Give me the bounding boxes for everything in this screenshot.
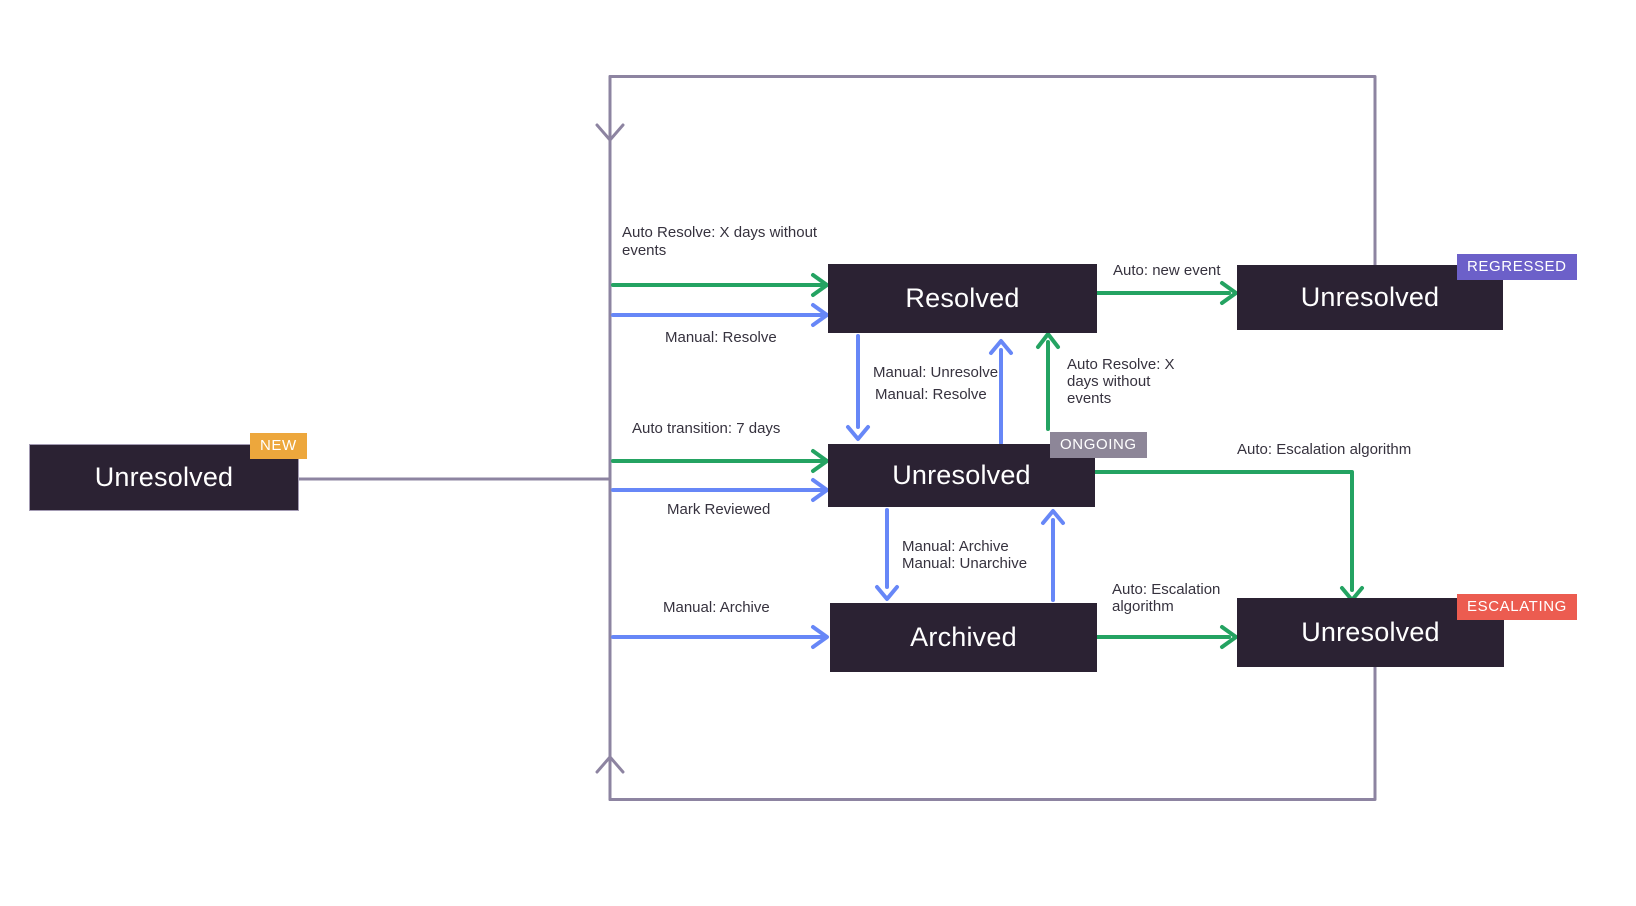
node-label: Unresolved [892,460,1031,490]
arrowhead-down-icon [846,425,870,441]
edge-label-manual-archive: Manual: Archive [663,599,770,616]
auto-edges-group [611,273,1364,649]
loop-arrowhead-up-icon [595,755,625,774]
edge-label-manual-resolve-mid: Manual: Resolve [875,386,987,403]
edge-label-auto-new-event: Auto: new event [1113,262,1221,279]
loop-edge-bottom-from-escalating [608,665,1377,801]
loop-arrowhead-down-icon [595,123,625,142]
manual-edges-group [611,303,1065,649]
arrowhead-right-icon [1220,625,1238,649]
arrowhead-right-icon [1220,281,1238,305]
arrowhead-right-icon [811,625,829,649]
arrowhead-right-icon [811,273,829,297]
status-badge-ongoing: ONGOING [1050,432,1147,458]
arrowhead-down-icon [875,585,899,601]
node-unresolved-new: Unresolved [30,445,298,510]
status-badge-escalating: ESCALATING [1457,594,1577,620]
loop-edge-top-from-regressed [608,75,1377,267]
loop-edge-group [297,75,1377,801]
node-label: Archived [910,622,1017,652]
node-label: Resolved [905,283,1020,313]
edge-auto-escalation-from-ongoing [1093,470,1354,592]
status-badge-new: NEW [250,433,307,459]
edge-label-manual-resolve: Manual: Resolve [665,329,777,346]
node-resolved: Resolved [828,264,1097,333]
arrowhead-up-icon [1036,332,1060,349]
arrowhead-up-icon [1041,509,1065,525]
node-archived: Archived [830,603,1097,672]
arrowhead-up-icon [989,339,1013,355]
edge-label-manual-unarchive: Manual: Unarchive [902,555,1028,572]
node-label: Unresolved [94,462,234,492]
node-label: Unresolved [1301,617,1440,647]
edge-label-auto-escalation: Auto: Escalation algorithm [1237,441,1412,458]
node-label: Unresolved [1300,282,1440,312]
edge-label-auto-escalation-archived: Auto: Escalation algorithm [1112,581,1221,615]
edge-label-manual-unresolve: Manual: Unresolve [873,364,999,381]
status-badge-regressed: REGRESSED [1457,254,1577,280]
edge-label-auto-resolve-ongoing: Auto Resolve: X days without events [1067,356,1175,407]
edge-label-mark-reviewed: Mark Reviewed [667,501,771,518]
arrowhead-right-icon [811,478,829,502]
edge-label-auto-transition: Auto transition: 7 days [632,420,781,437]
arrowhead-right-icon [811,303,829,327]
node-unresolved-ongoing: Unresolved [828,444,1095,507]
arrowhead-right-icon [811,449,829,473]
edge-label-auto-resolve: Auto Resolve: X days without events [622,224,818,259]
edge-label-manual-archive-mid: Manual: Archive [902,538,1009,555]
